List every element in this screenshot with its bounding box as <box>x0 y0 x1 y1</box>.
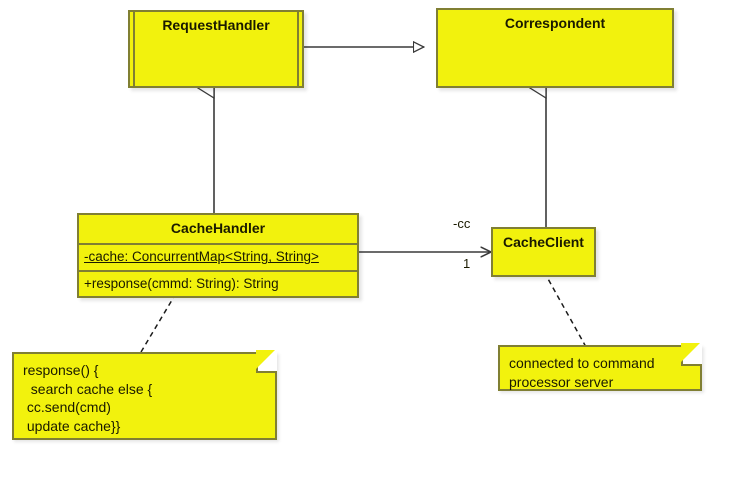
class-name-requesthandler: RequestHandler <box>162 17 270 33</box>
note-line: processor server <box>509 373 614 390</box>
attribute-cache: -cache: ConcurrentMap<String, String> <box>84 249 319 265</box>
note-line: update cache}} <box>23 417 121 434</box>
note-cacheclient-connection[interactable]: connected to command processor server <box>498 343 702 391</box>
class-box-cachehandler[interactable]: CacheHandler -cache: ConcurrentMap<Strin… <box>77 213 359 299</box>
association-multiplicity-label: 1 <box>463 256 471 271</box>
note-line: search cache else { <box>23 380 153 397</box>
note-line: cc.send(cmd) <box>23 399 111 416</box>
edge-note-to-cachehandler <box>140 294 176 353</box>
class-name-cachehandler: CacheHandler <box>170 220 266 236</box>
note-fold-corner-icon <box>256 350 277 373</box>
class-attributes-cachehandler: -cache: ConcurrentMap<String, String> <box>79 243 357 270</box>
class-box-correspondent[interactable]: Correspondent <box>436 8 674 88</box>
class-name-correspondent: Correspondent <box>504 15 606 31</box>
class-box-requesthandler[interactable]: RequestHandler <box>128 10 304 88</box>
note-fold-corner-icon <box>681 343 702 366</box>
class-name-cacheclient: CacheClient <box>503 234 584 250</box>
note-response-pseudocode[interactable]: response() { search cache else { cc.send… <box>12 350 277 440</box>
class-operations-cachehandler: +response(cmmd: String): String <box>79 269 357 297</box>
operation-response: +response(cmmd: String): String <box>84 275 279 291</box>
association-role-label-cc: -cc <box>453 216 471 231</box>
note-line: connected to command <box>509 355 655 371</box>
class-box-cacheclient[interactable]: CacheClient <box>491 227 596 277</box>
note-line: response() { <box>23 362 99 378</box>
edge-note-to-cacheclient <box>546 276 587 348</box>
